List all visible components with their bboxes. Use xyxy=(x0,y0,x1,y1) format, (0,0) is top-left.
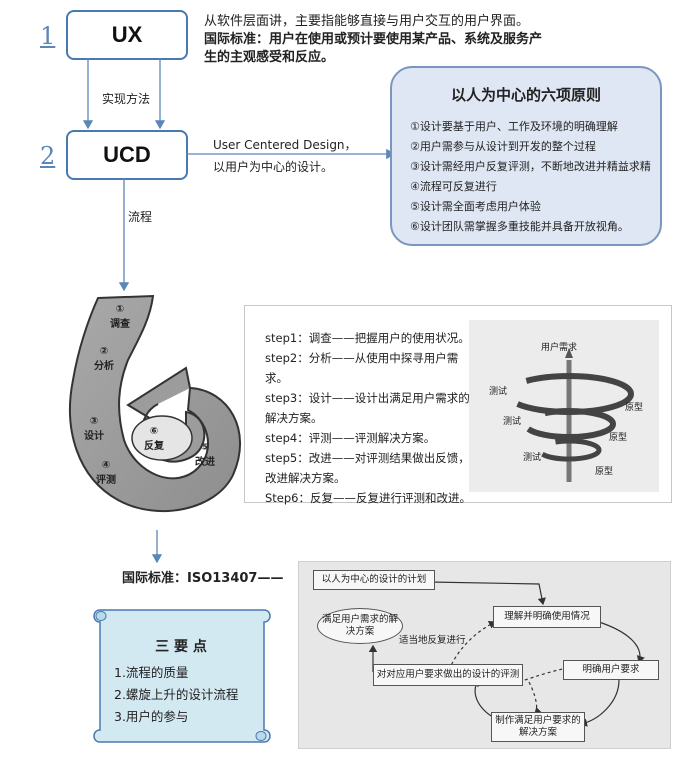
key-points-list: 1.流程的质量 2.螺旋上升的设计流程 3.用户的参与 xyxy=(114,662,238,728)
iso-node-evaluate: 对对应用户要求做出的设计的评测 xyxy=(373,664,523,686)
ux-desc-line3: 生的主观感受和反应。 xyxy=(204,50,335,65)
ux-box: UX xyxy=(66,10,188,60)
iso-node-requirements: 明确用户要求 xyxy=(563,660,659,680)
principles-title: 以人为中心的六项原则 xyxy=(450,86,601,104)
spiral-step-1: ① 调查 xyxy=(108,304,132,330)
tornado-top-label: 用户需求 xyxy=(541,343,578,353)
principle-item: ②用户需参与从设计到开发的整个过程 xyxy=(410,140,596,153)
tornado-figure: 用户需求 测试 测试 测试 原型 原型 原型 xyxy=(469,320,659,492)
tornado-test-label: 测试 xyxy=(503,417,522,427)
principles-panel: 以人为中心的六项原则 ①设计要基于用户、工作及环境的明确理解 ②用户需参与从设计… xyxy=(390,66,662,246)
section-number-1: 1 xyxy=(40,22,56,50)
step-line: step2：分析——从使用中探寻用户需求。 xyxy=(265,351,459,385)
tornado-test-label: 测试 xyxy=(523,453,542,463)
spiral-step-label: 评测 xyxy=(96,475,116,486)
tornado-proto-label: 原型 xyxy=(595,467,614,477)
key-point-item: 1.流程的质量 xyxy=(114,665,189,680)
spiral-step-label: 调查 xyxy=(110,319,130,330)
spiral-step-num: ① xyxy=(115,304,125,315)
key-point-item: 2.螺旋上升的设计流程 xyxy=(114,687,239,702)
iso-node-produce: 制作满足用户要求的解决方案 xyxy=(491,712,585,742)
spiral-step-num: ④ xyxy=(101,460,111,471)
tornado-graphic xyxy=(504,348,634,482)
spiral-step-label: 分析 xyxy=(94,361,114,372)
section-number-2: 2 xyxy=(40,142,56,170)
spiral-band xyxy=(69,294,242,513)
spiral-step-5: ⑤ 改进 xyxy=(193,442,217,468)
steps-list: step1：调查——把握用户的使用状况。 step2：分析——从使用中探寻用户需… xyxy=(265,328,475,508)
iso13407-figure: 以人为中心的设计的计划 理解并明确使用情况 明确用户要求 制作满足用户要求的解决… xyxy=(298,561,671,749)
tornado-proto-label: 原型 xyxy=(609,433,628,443)
spiral-step-2: ② 分析 xyxy=(92,346,116,372)
step-line: step3：设计——设计出满足用户需求的 xyxy=(265,391,470,405)
spiral-step-num: ⑥ xyxy=(149,426,159,437)
step-line: Step6：反复——反复进行评测和改进。 xyxy=(265,491,471,505)
ucd-desc-line2: 以用户为中心的设计。 xyxy=(213,160,334,174)
key-points-scroll: 三 要 点 1.流程的质量 2.螺旋上升的设计流程 3.用户的参与 xyxy=(88,606,274,746)
principles-list: ①设计要基于用户、工作及环境的明确理解 ②用户需参与从设计到开发的整个过程 ③设… xyxy=(392,117,660,237)
ux-desc-line1: 从软件层面讲，主要指能够直接与用户交互的用户界面。 xyxy=(204,14,530,29)
tornado-test-label: 测试 xyxy=(489,387,508,397)
principle-item: ⑤设计需全面考虑用户体验 xyxy=(410,200,541,213)
step-line: step4：评测——评测解决方案。 xyxy=(265,431,436,445)
principle-item: ⑥设计团队需掌握多重技能并具备开放视角。 xyxy=(410,220,629,233)
iso-node-understand: 理解并明确使用情况 xyxy=(493,606,601,628)
ux-description: 从软件层面讲，主要指能够直接与用户交互的用户界面。 国际标准：用户在使用或预计要… xyxy=(204,13,584,67)
principle-item: ③设计需经用户反复评测，不断地改进并精益求精 xyxy=(410,160,651,173)
step-line: step5：改进——对评测结果做出反馈， xyxy=(265,451,470,465)
ux-label: UX xyxy=(111,22,143,47)
principle-item: ①设计要基于用户、工作及环境的明确理解 xyxy=(410,120,618,133)
ucd-box: UCD xyxy=(66,130,188,180)
scroll-shape xyxy=(93,609,271,743)
spiral-step-num: ③ xyxy=(89,416,99,427)
step-line: 解决方案。 xyxy=(265,411,323,425)
method-label: 实现方法 xyxy=(102,92,151,106)
step-line: 改进解决方案。 xyxy=(265,471,346,485)
spiral-step-num: ② xyxy=(99,346,109,357)
spiral-step-label: 反复 xyxy=(144,441,164,452)
key-points-title: 三 要 点 xyxy=(155,639,207,655)
step-line: step1：调查——把握用户的使用状况。 xyxy=(265,331,470,345)
iso-node-start: 以人为中心的设计的计划 xyxy=(313,570,435,590)
spiral-step-3: ③ 设计 xyxy=(82,416,106,442)
iso-iterate-label: 适当地反复进行 xyxy=(399,635,466,646)
principle-item: ④流程可反复进行 xyxy=(410,180,497,193)
spiral-step-label: 设计 xyxy=(84,431,104,442)
tornado-proto-label: 原型 xyxy=(625,403,644,413)
ucd-label: UCD xyxy=(103,142,151,167)
ucd-desc-line1: User Centered Design， xyxy=(213,138,357,152)
iso-node-meets: 满足用户需求的解决方案 xyxy=(317,608,403,644)
spiral-center xyxy=(131,415,193,461)
spiral-step-4: ④ 评测 xyxy=(94,460,118,486)
process-label: 流程 xyxy=(128,210,153,224)
key-point-item: 3.用户的参与 xyxy=(114,709,189,724)
spiral-diagram xyxy=(69,294,242,513)
spiral-step-6: ⑥ 反复 xyxy=(142,426,166,452)
spiral-step-num: ⑤ xyxy=(200,442,210,453)
steps-panel: step1：调查——把握用户的使用状况。 step2：分析——从使用中探寻用户需… xyxy=(244,305,672,505)
standard-label: 国际标准：ISO13407—— xyxy=(122,571,284,586)
spiral-step-label: 改进 xyxy=(195,457,215,468)
ucd-description: User Centered Design， 以用户为中心的设计。 xyxy=(213,136,413,176)
ux-desc-line2: 国际标准：用户在使用或预计要使用某产品、系统及服务产 xyxy=(204,32,543,47)
